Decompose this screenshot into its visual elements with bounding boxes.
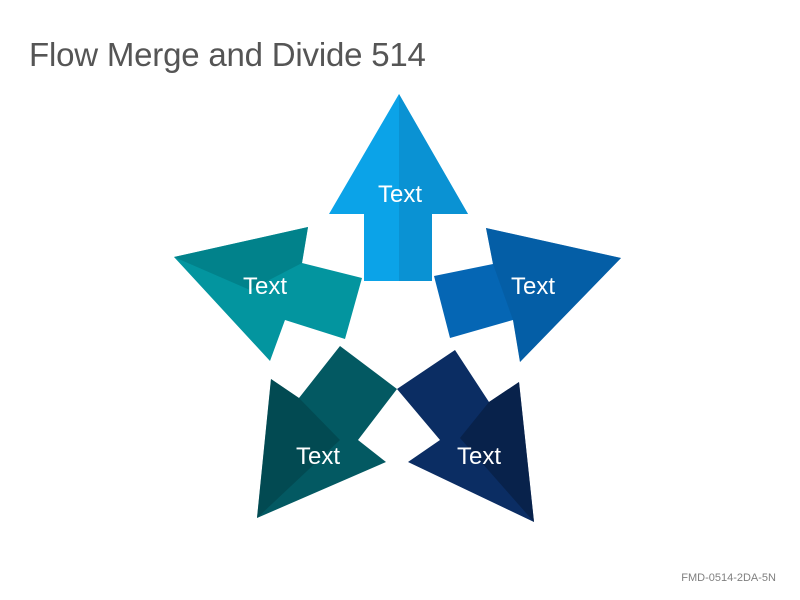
slide-title: Flow Merge and Divide 514 [29, 36, 426, 73]
arrow-left: Text [174, 227, 362, 361]
arrow-bottom-left: Text [257, 346, 397, 518]
arrow-left-shade [174, 227, 308, 290]
arrow-left-label: Text [243, 273, 287, 300]
arrow-right-label: Text [511, 273, 555, 300]
arrow-bottom-left-shade [257, 379, 340, 518]
arrow-right-shade [486, 228, 621, 362]
arrow-bottom-right-label: Text [457, 443, 501, 470]
arrow-bottom-left-label: Text [296, 443, 340, 470]
arrow-top-shade [399, 94, 468, 281]
arrow-top: Text [329, 94, 468, 281]
arrow-bottom-right: Text [397, 350, 534, 522]
arrow-top-body [329, 94, 468, 281]
arrow-top-label: Text [378, 181, 422, 208]
footer-code: FMD-0514-2DA-5N [681, 572, 776, 584]
arrow-right: Text [434, 228, 621, 362]
arrow-bottom-right-shade [460, 382, 534, 522]
